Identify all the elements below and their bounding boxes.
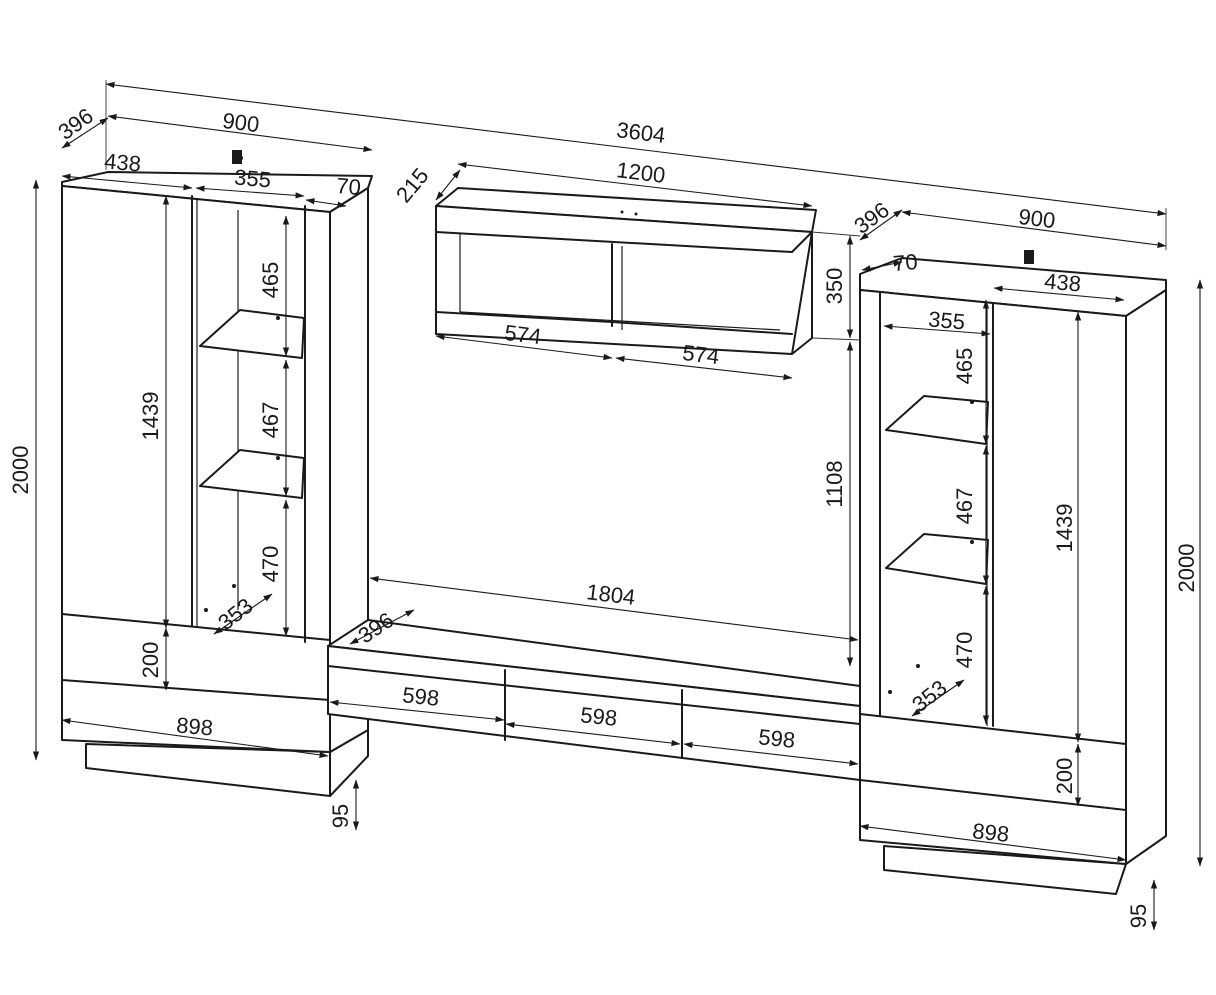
dim-gap-height: 1108 <box>822 460 847 507</box>
left-cabinet <box>61 150 373 797</box>
wall-shelf <box>435 187 817 355</box>
dim-left-side-width: 70 <box>335 173 362 200</box>
dim-left-cabinet-width: 900 <box>221 108 260 137</box>
dim-right-drawer-height: 200 <box>1052 758 1077 795</box>
dim-right-glass-width: 355 <box>927 306 966 334</box>
dim-right-door-height: 1439 <box>1052 504 1077 553</box>
dim-left-height: 2000 <box>8 446 33 495</box>
right-cabinet <box>859 250 1167 895</box>
dim-left-door-width: 438 <box>103 148 142 176</box>
dim-left-shelf-mid: 467 <box>258 402 283 439</box>
dim-right-door-width: 438 <box>1043 268 1082 296</box>
dim-left-shelf-bottom: 470 <box>258 546 283 583</box>
dim-left-drawer-height: 200 <box>138 642 163 679</box>
dimension-lines <box>32 80 1204 931</box>
dim-right-side-width: 70 <box>892 249 919 276</box>
dim-shelf-left-section: 574 <box>503 320 542 349</box>
dim-left-plinth: 95 <box>328 804 353 828</box>
dim-tv-drawer-3: 598 <box>757 724 796 753</box>
dim-right-cabinet-width: 900 <box>1017 204 1056 233</box>
dim-right-plinth: 95 <box>1126 904 1151 928</box>
dim-left-glass-width: 355 <box>233 164 272 192</box>
dim-shelf-depth: 215 <box>391 163 434 207</box>
dim-right-shelf-top: 465 <box>952 348 977 385</box>
dim-right-shelf-bottom: 470 <box>952 632 977 669</box>
dim-tv-drawer-1: 598 <box>401 682 440 711</box>
dim-right-height: 2000 <box>1174 544 1199 593</box>
dim-total-width: 3604 <box>615 117 667 148</box>
dim-right-cabinet-depth: 396 <box>849 197 893 239</box>
dim-left-shelf-top: 465 <box>258 262 283 299</box>
dim-shelf-height: 350 <box>822 268 847 305</box>
dim-left-door-height: 1439 <box>138 392 163 441</box>
dim-right-shelf-mid: 467 <box>952 488 977 525</box>
dim-shelf-right-section: 574 <box>681 340 720 369</box>
dim-right-drawer-width: 898 <box>971 818 1010 847</box>
dimension-labels: 3604 900 396 438 355 70 2000 1439 465 46… <box>8 103 1199 928</box>
dim-shelf-width: 1200 <box>615 157 667 188</box>
dim-tv-drawer-2: 598 <box>579 702 618 731</box>
dim-left-cabinet-depth: 396 <box>53 103 97 145</box>
dim-left-drawer-width: 898 <box>175 712 214 740</box>
dim-tv-width: 1804 <box>585 579 637 610</box>
